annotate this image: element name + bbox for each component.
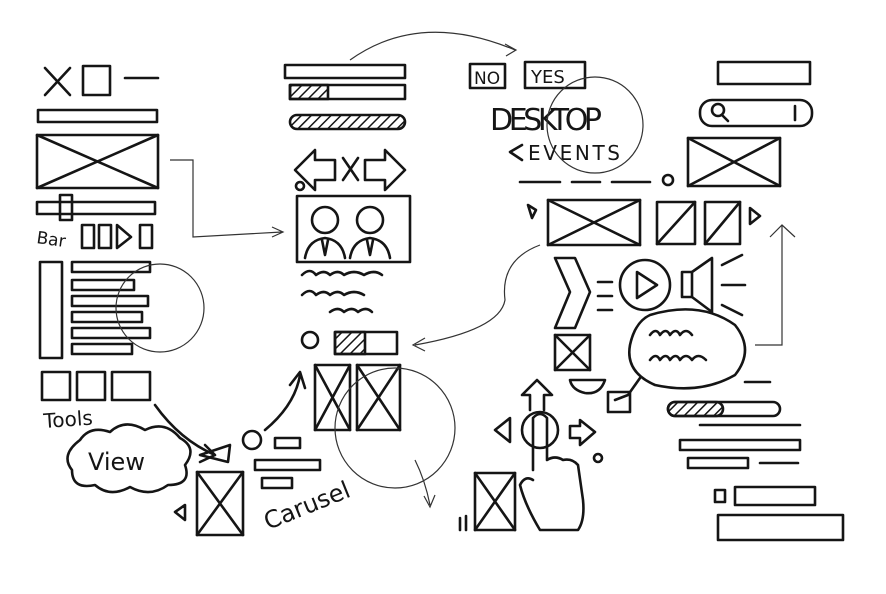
small-dot: [294, 180, 306, 192]
half-circle: [568, 378, 607, 395]
events-bracket: [508, 143, 524, 162]
text-lines: [596, 280, 614, 312]
svg-text:NO: NO: [474, 69, 500, 89]
bar-icons: [80, 223, 154, 250]
list-sketch: [38, 260, 152, 360]
highlight-circle-3: [546, 76, 644, 174]
bar-label: Bar: [35, 228, 67, 252]
thumb-image-bottom: [458, 471, 517, 532]
image-placeholder-bottom: [195, 470, 245, 537]
highlight-circle: [115, 263, 205, 353]
play-icon: [618, 258, 672, 312]
hand-pointer-icon: [518, 410, 585, 532]
text-scribble: [300, 269, 384, 314]
left-arrow: [493, 416, 512, 444]
close-x-icon: [43, 66, 72, 97]
gallery-row: [546, 198, 762, 247]
chevron-icon: [553, 256, 592, 330]
right-arrow: [568, 418, 597, 447]
no-button: NO: [468, 62, 507, 90]
people-image: [295, 194, 412, 264]
input-rows: [713, 485, 845, 542]
thumb-image: [553, 333, 592, 372]
diamond-mark: [526, 203, 538, 220]
svg-text:YES: YES: [530, 67, 565, 88]
down-arrow-thin: [414, 459, 436, 509]
view-cloud: [66, 423, 192, 494]
up-arrow: [520, 378, 554, 412]
speech-bubble: [613, 308, 747, 402]
top-arc-arrow: [349, 31, 518, 61]
small-bars: [253, 436, 322, 490]
carusel-label: Carusel: [260, 476, 354, 536]
carousel-boxes: [313, 363, 402, 432]
highlight-circle-2: [334, 367, 456, 489]
radio-button: [300, 330, 320, 350]
header-bar: [36, 108, 159, 124]
connector-arrow-1: [170, 159, 285, 238]
left-triangle: [173, 503, 187, 522]
pointer-arrow: [198, 443, 232, 464]
top-bars: [283, 63, 407, 131]
connector-arrow-2: [411, 244, 541, 352]
search-bar: [698, 98, 814, 128]
small-dot-2: [661, 173, 675, 187]
dot-circle: [241, 429, 263, 451]
tools-label: Tools: [42, 406, 94, 433]
hatched-bar: [716, 60, 812, 86]
image-placeholder: [35, 133, 160, 190]
desktop-label: DESKTOP: [490, 103, 602, 138]
up-arrow-thin: [755, 224, 796, 346]
slider: [35, 193, 157, 222]
yes-button: YES: [523, 60, 587, 90]
small-square: [606, 390, 632, 414]
list-lines-right: [666, 380, 802, 470]
progress-bar: [333, 330, 399, 356]
curve-arrow-up: [263, 370, 307, 432]
checkbox-sketch: [81, 64, 112, 97]
tool-boxes: [40, 370, 152, 402]
speaker-icon: [680, 253, 747, 317]
view-label: View: [88, 448, 145, 476]
events-label: EVENTS: [528, 141, 620, 165]
curve-arrow: [153, 403, 217, 464]
image-placeholder-right: [686, 136, 782, 188]
small-dot-3: [592, 452, 604, 464]
nav-arrows: [293, 148, 407, 192]
